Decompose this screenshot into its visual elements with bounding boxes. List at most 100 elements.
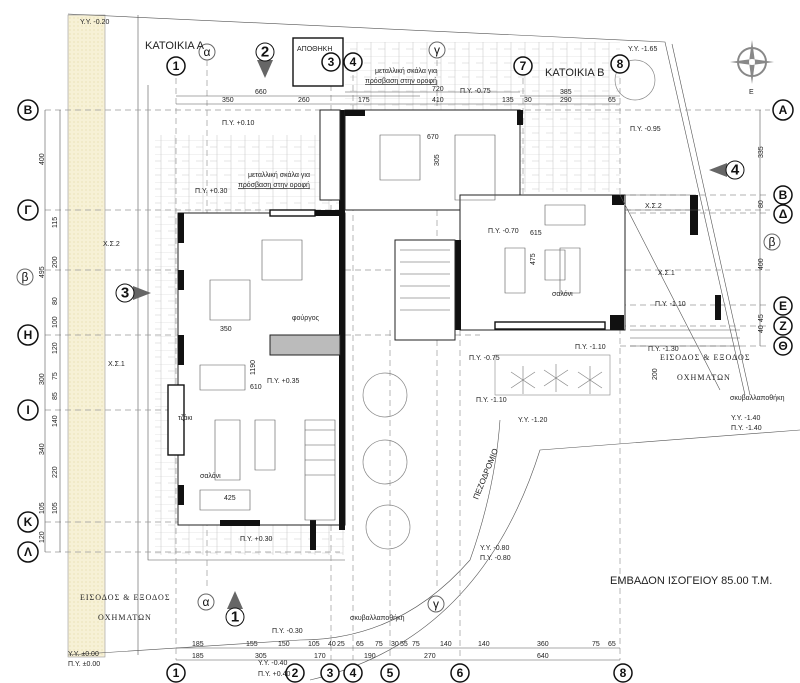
tree-icon [362,439,408,485]
dimension-label: 335 [758,146,765,158]
label-fireplace: τζάκι [178,414,193,422]
dimension-label: 615 [530,230,542,237]
level-label: Π.Υ. -1.30 [648,346,679,353]
level-label: Υ.Υ. -0.20 [80,19,109,26]
dimensions-bottom-2: 185 305 170 190 270 640 [192,653,549,660]
section-markers: α α γ γ β β [16,41,781,613]
label-xs1-right: Χ.Σ.1 [658,270,675,277]
grid-row-Z: Ζ [779,319,786,333]
label-house-b: ΚΑΤΟΙΚΙΑ Β [545,67,605,79]
dimension-label: 140 [52,415,59,427]
grid-row-markers: Β Γ Η Ι Κ Λ Α Β Δ Ε Ζ Θ [17,99,794,563]
dimension-label: 185 [192,641,204,648]
dimension-label: 640 [537,653,549,660]
dimension-label: 175 [358,97,370,104]
grid-column-4-bottom: 4 [350,666,357,680]
dimension-label: 45 [758,314,765,322]
dimension-label: 105 [39,502,46,514]
dimension-label: 400 [758,258,765,270]
dimension-label: 720 [432,86,444,93]
dimensions-left: 400 115 495 200 80 100 120 300 75 85 140… [39,153,59,543]
dimension-label: 200 [52,256,59,268]
dimension-label: 305 [255,653,267,660]
grid-column-4: 4 [350,55,357,69]
dimension-label: 475 [530,253,537,265]
label-refuse-right: σκυβαλλαποθήκη [730,395,785,402]
section-beta-left: β [22,270,29,284]
grid-row-TH: Θ [778,339,787,353]
grid-column-5-bottom: 5 [387,666,394,680]
label-oven: φούργος [292,314,320,322]
label-stair-note: μεταλλική σκάλα για [248,171,310,179]
dimensions-interior: 670 305 615 475 350 1190 610 425 200 [220,134,659,502]
label-living-a: σαλόνι [200,472,221,480]
dimension-label: 190 [364,653,376,660]
floor-area-title: ΕΜΒΑΔΟΝ ΙΣΟΓΕΙΟΥ 85.00 Τ.Μ. [610,575,772,587]
grid-column-7: 7 [520,59,527,73]
dimension-label: 65 [608,97,616,104]
dimension-label: 40 [758,325,765,333]
level-label: Π.Υ. -0.30 [272,628,303,635]
level-label: Π.Υ. +0.30 [195,188,227,195]
grid-column-3-bottom: 3 [327,666,334,680]
label-xs1: Χ.Σ.1 [108,361,125,368]
grid-column-8-bottom: 8 [620,666,627,680]
dimension-label: 75 [52,372,59,380]
dimension-label: 270 [424,653,436,660]
level-label: Π.Υ. -0.70 [488,228,519,235]
grid-row-K: Κ [24,515,33,529]
palm-icon [577,366,603,394]
dimension-label: 350 [220,326,232,333]
dimension-label: 40 [328,641,336,648]
label-stair-note: μεταλλική σκάλα για [375,67,437,75]
dimension-label: 80 [758,200,765,208]
dimension-label: 140 [440,641,452,648]
dimension-label: 340 [39,443,46,455]
label-stair-note: πρόσβαση στην οροφή [238,181,310,189]
dimension-lines [44,91,761,661]
view-3: 3 [121,285,129,302]
dimension-label: 410 [432,97,444,104]
house-a-walls [167,37,346,550]
label-living-b: σαλόνι [552,290,573,298]
level-label: Π.Υ. -1.40 [731,425,762,432]
dimension-label: 170 [314,653,326,660]
level-label: Υ.Υ. -1.40 [731,415,760,422]
dimension-label: 185 [192,653,204,660]
level-label: Π.Υ. +0.40 [258,671,290,678]
grid-column-8: 8 [617,57,624,71]
compass-label: Ε [749,89,754,96]
section-gamma-top: γ [434,43,440,57]
view-markers: 2 4 3 1 [115,42,745,627]
label-xs2: Χ.Σ.2 [103,241,120,248]
level-label: Π.Υ. ±0.00 [68,661,100,668]
section-alpha-bottom: α [203,595,210,609]
section-gamma-bottom: γ [433,597,439,611]
view-1: 1 [231,609,239,626]
dimension-label: 85 [52,392,59,400]
grid-row-L: Λ [24,545,32,559]
dimension-label: 610 [250,384,262,391]
label-entrance-right: ΕΙΣΟΔΟΣ & ΕΞΟΔΟΣ [660,353,750,362]
level-label: Π.Υ. -1.10 [655,301,686,308]
level-label: Π.Υ. -0.80 [480,555,511,562]
grid-column-1: 1 [173,59,180,73]
dimension-label: 65 [356,641,364,648]
dimension-label: 495 [39,266,46,278]
dimension-label: 80 [52,297,59,305]
dimension-label: 150 [278,641,290,648]
dimension-label: 305 [434,154,441,166]
level-label: Π.Υ. +0.35 [267,378,299,385]
level-label: Π.Υ. -0.75 [460,88,491,95]
dimension-label: 120 [52,342,59,354]
dimension-label: 25 [337,641,345,648]
grid-column-1-bottom: 1 [173,666,180,680]
label-stair-note: πρόσβαση στην οροφή [365,77,437,85]
dimension-label: 155 [246,641,258,648]
tree-icon [614,59,656,101]
grid-row-B-right: Β [779,188,788,202]
grid-row-I: Ι [26,403,29,417]
dimension-label: 290 [560,97,572,104]
dimension-label: 400 [39,153,46,165]
label-xs2-right: Χ.Σ.2 [645,203,662,210]
